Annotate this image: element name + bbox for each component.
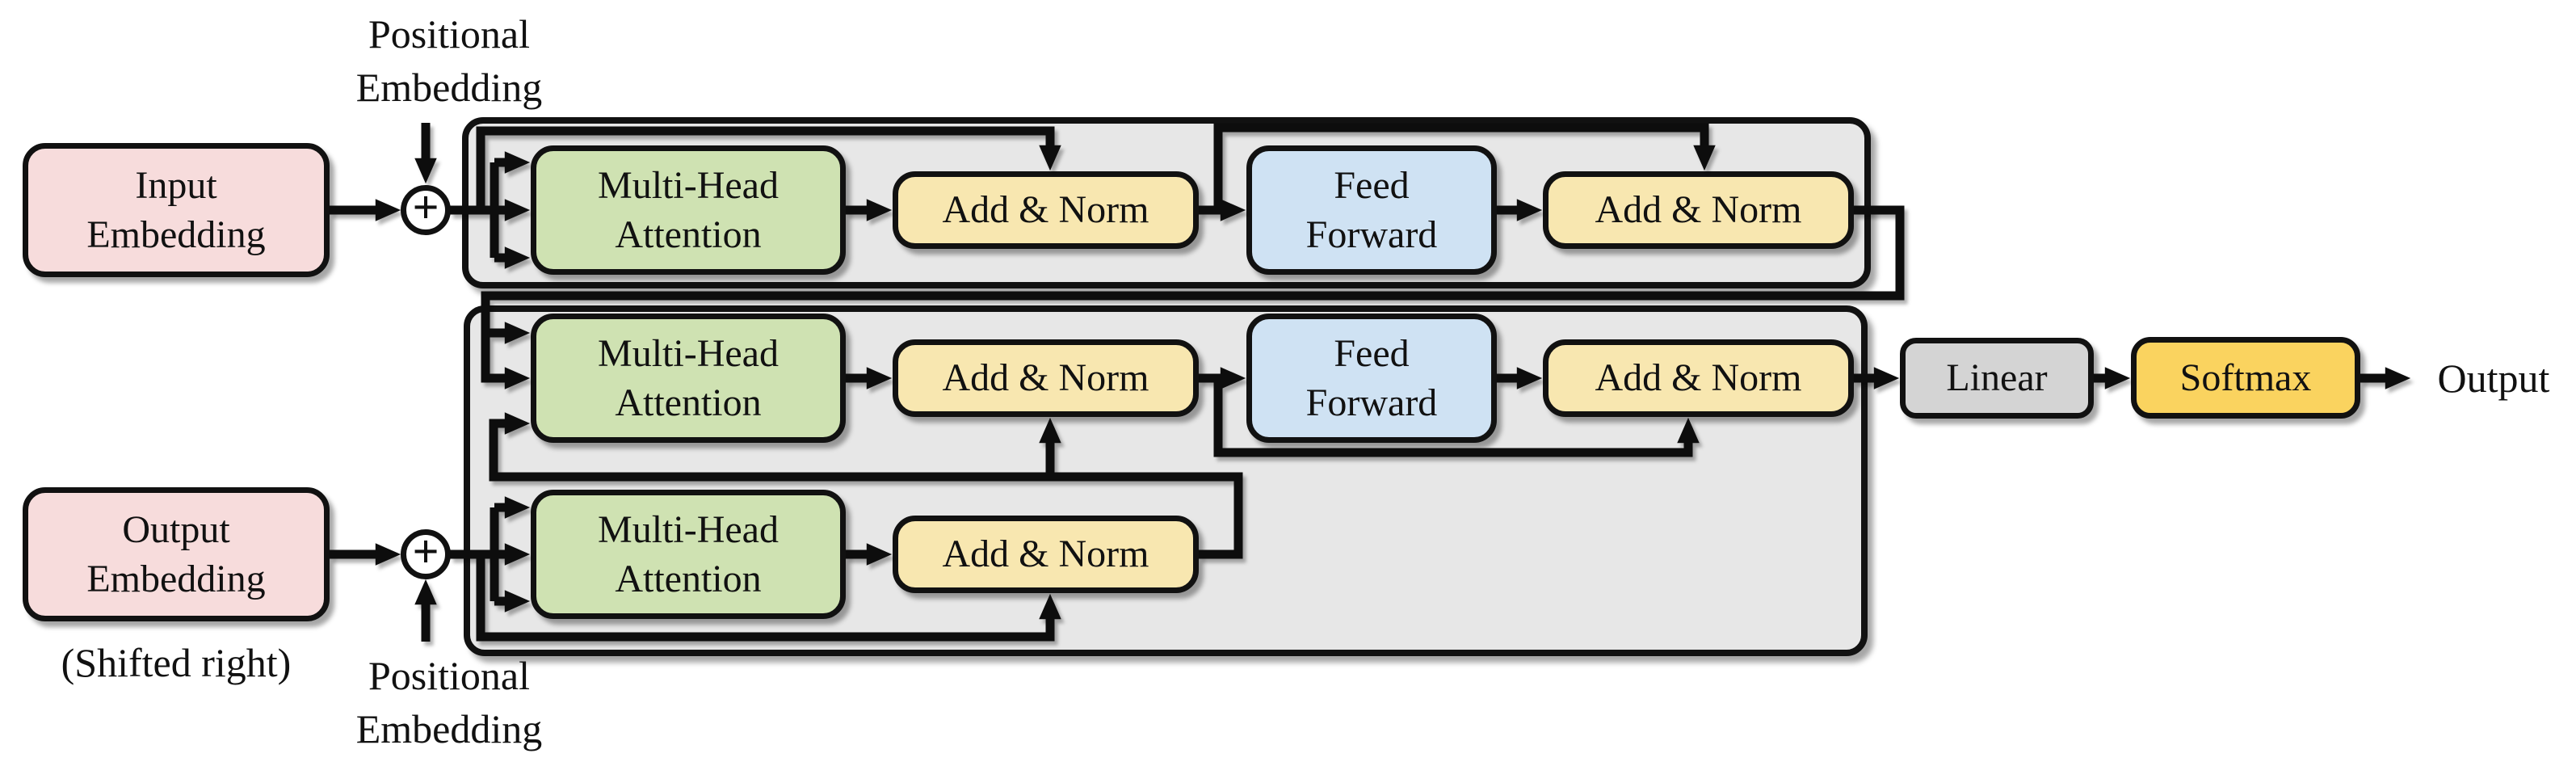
positional-add-bottom: + xyxy=(401,528,451,579)
decoder-add-norm-cross-box: Add & Norm xyxy=(893,339,1199,417)
output-label: Output xyxy=(2437,356,2550,401)
positional-embedding-top-label: Positional Embedding xyxy=(355,11,543,110)
encoder-add-norm-2-box: Add & Norm xyxy=(1543,171,1854,249)
decoder-cross-attention-box: Multi-Head Attention xyxy=(531,314,846,443)
shifted-right-label: (Shifted right) xyxy=(61,640,292,685)
output-embedding-box: Output Embedding xyxy=(23,487,330,621)
decoder-add-norm-masked-box: Add & Norm xyxy=(893,516,1199,593)
positional-embedding-bottom-label: Positional Embedding xyxy=(355,653,543,751)
positional-add-top: + xyxy=(401,184,451,235)
decoder-feed-forward-box: Feed Forward xyxy=(1246,314,1497,443)
linear-box: Linear xyxy=(1900,338,2094,419)
encoder-feed-forward-box: Feed Forward xyxy=(1246,145,1497,275)
input-embedding-box: Input Embedding xyxy=(23,143,330,277)
decoder-add-norm-ff-box: Add & Norm xyxy=(1543,339,1854,417)
encoder-add-norm-1-box: Add & Norm xyxy=(893,171,1199,249)
encoder-multi-head-attention-box: Multi-Head Attention xyxy=(531,145,846,275)
decoder-masked-attention-box: Multi-Head Attention xyxy=(531,490,846,619)
softmax-box: Softmax xyxy=(2131,337,2360,419)
